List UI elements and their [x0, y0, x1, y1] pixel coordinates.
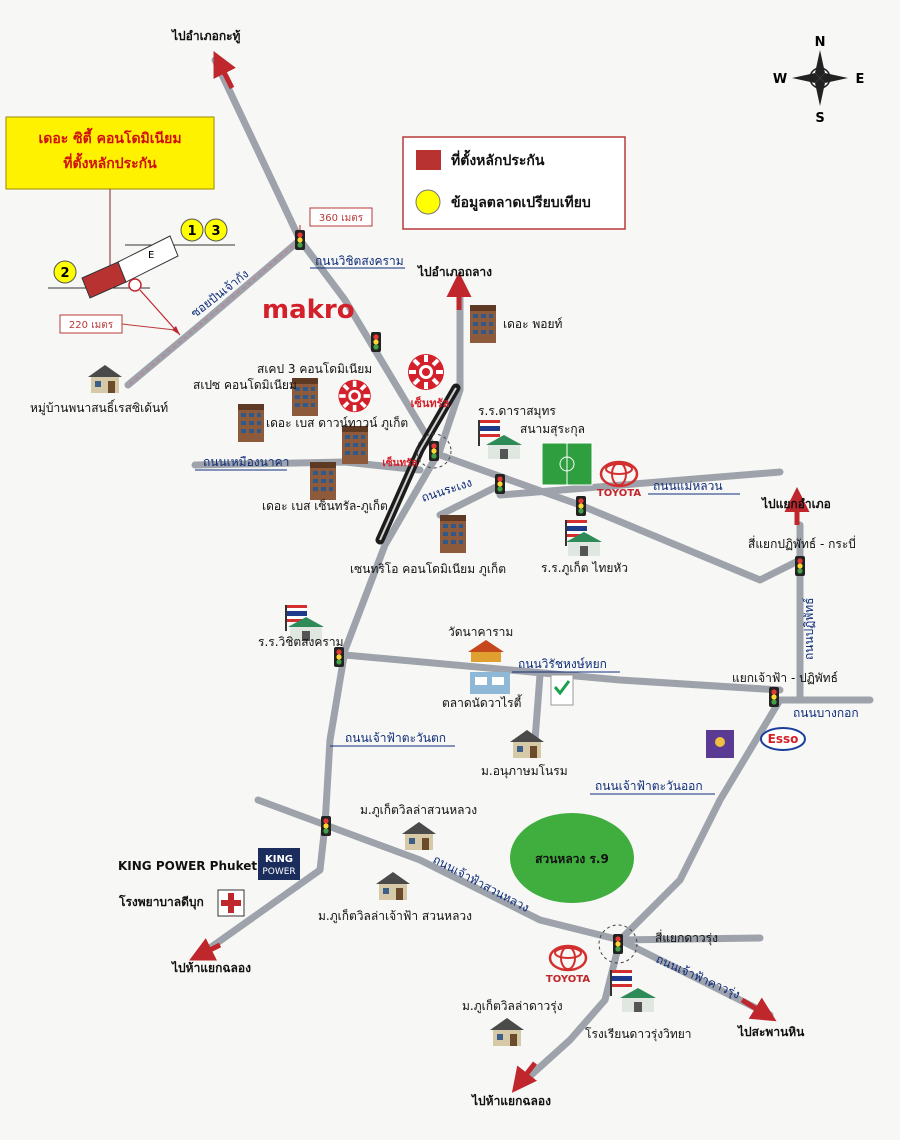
road-anuphasa: [531, 671, 544, 744]
king-text: KING: [265, 854, 293, 865]
bank-icon: [706, 730, 734, 758]
road-patiphat-label: ถนนปฏิพัทธ์: [802, 598, 816, 661]
place-surakul: สนามสุระกุล: [520, 422, 585, 437]
road-wichit: ถนนวิชิตสงคราม: [315, 254, 404, 268]
compass-s: S: [815, 111, 824, 126]
compass-e: E: [856, 72, 865, 87]
place-wichit-school: ร.ร.วิชิตสงคราม: [258, 635, 344, 649]
market-icon: [470, 672, 510, 694]
label-e: E: [148, 250, 154, 261]
place-base-central: เดอะ เบส เซ็นทรัล-ภูเก็ต: [262, 498, 388, 514]
road-kathu: [211, 56, 439, 454]
road-east-label: ถนนเจ้าฟ้าตะวันออก: [595, 779, 703, 793]
place-point: เดอะ พอยท์: [503, 317, 563, 331]
legend-item1: ที่ตั้งหลักประกัน: [451, 149, 545, 169]
place-villa-kaowrung: ม.ภูเก็ตวิลล่าดาวรุ่ง: [462, 998, 563, 1014]
road-east: [616, 696, 784, 944]
road-wirat-label: ถนนวิรัชหงษ์หยก: [518, 657, 607, 671]
place-space: สเปซ คอนโดมิเนียม: [193, 378, 297, 392]
hospital-icon: [217, 889, 245, 917]
place-hospital: โรงพยาบาลดีบุก: [118, 894, 204, 910]
legend-item2: ข้อมูลตลาดเปรียบเทียบ: [451, 195, 591, 211]
marker-2: 2: [60, 266, 69, 281]
road-mueang-nakha-label: ถนนเหมืองนาคา: [203, 455, 289, 469]
place-scape3: สเคป 3 คอนโดมิเนียม: [257, 362, 372, 376]
place-patiphat-cross: สี่แยกปฏิพัทธ์ - กระบี่: [748, 535, 856, 551]
place-chaofa-cross: แยกเจ้าฟ้า - ปฏิพัทธ์: [732, 671, 838, 685]
distance-labels: 360 เมตร 220 เมตร: [59, 207, 373, 334]
esso-text: Esso: [768, 732, 799, 746]
king-power-logo: KING POWER: [258, 848, 300, 880]
destination-labels: ไปอำเภอกะทู้ ไปอำเภอถลาง ไปแยกอำเภอ ไปห้…: [170, 28, 831, 1108]
road-network: [124, 56, 874, 1089]
compass-n: N: [815, 35, 826, 50]
road-sky-right: [616, 934, 764, 944]
makro-logo: makro: [262, 295, 355, 325]
road-soi-dashed: [129, 239, 301, 385]
dest-chalong-left: ไปห้าแยกฉลอง: [170, 960, 251, 975]
road-kaowrung-label: ถนนเจ้าฟ้าคาวรุ่ง: [653, 952, 742, 1003]
subject-site: E 2 1 3: [48, 218, 301, 336]
road-rangeng: [436, 451, 804, 584]
dest-amphoe: ไปแยกอำเภอ: [760, 496, 831, 511]
marker-1: 1: [187, 224, 196, 239]
marker-3: 3: [211, 224, 220, 239]
compass-rose: N S E W: [773, 35, 865, 126]
title-line1: เดอะ ซิตี้ คอนโดมิเนียม: [38, 127, 181, 147]
road-mae-luan-label: ถนนแม่หลวน: [653, 479, 723, 493]
central-logo-1: [408, 354, 444, 390]
toyota-text-1: TOYOTA: [597, 488, 641, 499]
stadium-icon: [541, 442, 593, 486]
place-base-town: เดอะ เบส ดาวน์ทาวน์ ภูเก็ต: [266, 415, 408, 431]
place-village-left: หมู่บ้านพนาสนธิ์เรสซิเด้นท์: [30, 399, 168, 416]
title-line2: ที่ตั้งหลักประกัน: [63, 152, 157, 172]
road-rangeng-lower: [436, 481, 504, 519]
legend-collateral-swatch: [416, 150, 441, 170]
distance-360: 360 เมตร: [319, 213, 364, 224]
road-mae-luan: [496, 468, 784, 499]
dest-chalong-bottom: ไปห้าแยกฉลอง: [470, 1093, 551, 1108]
place-kaowrung-school: โรงเรียนดาวรุ่งวิทยา: [585, 1027, 692, 1042]
road-wirat: [341, 651, 784, 694]
distance-220: 220 เมตร: [69, 320, 114, 331]
central-text-1: เซ็นทรัล: [411, 396, 450, 410]
legend-market-swatch: [415, 189, 441, 215]
power-text: POWER: [262, 867, 295, 877]
place-dara: ร.ร.ดาราสมุทร: [478, 404, 556, 419]
otop-icon: [550, 674, 574, 706]
place-villa-suan: ม.ภูเก็ตวิลล่าสวนหลวง: [360, 802, 477, 818]
esso-logo: Esso: [760, 727, 806, 751]
dest-saphan-hin: ไปสะพานหิน: [736, 1024, 805, 1039]
place-anuphasa: ม.อนุภาษมโนรม: [481, 764, 568, 779]
central-logo-2: [338, 379, 371, 413]
temple-icon: [468, 640, 504, 662]
toyota-text-2: TOYOTA: [546, 974, 590, 985]
place-park: สวนหลวง ร.9: [535, 852, 609, 866]
place-wat: วัดนาคาราม: [448, 625, 513, 639]
collateral-building: [81, 261, 127, 299]
road-sky-cross-label: สี่แยกดาวรุ่ง: [655, 929, 718, 946]
place-king-power: KING POWER Phuket: [118, 859, 257, 873]
road-bangkok-label: ถนนบางกอก: [793, 706, 859, 720]
title-box: เดอะ ซิตี้ คอนโดมิเนียม ที่ตั้งหลักประกั…: [5, 116, 215, 270]
legend: ที่ตั้งหลักประกัน ข้อมูลตลาดเปรียบเทียบ: [402, 136, 626, 230]
road-west-label: ถนนเจ้าฟ้าตะวันตก: [345, 731, 446, 745]
place-centrio: เซนทริโอ คอนโดมิเนียม ภูเก็ต: [350, 561, 506, 577]
dest-kathu: ไปอำเภอกะทู้: [170, 28, 241, 44]
park-icon: [510, 813, 634, 903]
toyota-logo-2: [548, 944, 588, 972]
compass-w: W: [773, 72, 787, 87]
destination-arrows: [189, 51, 810, 1093]
place-market: ตลาดนัดวาไรตี้: [442, 694, 523, 710]
dest-thalang: ไปอำเภอถลาง: [416, 264, 492, 279]
place-thai-hua: ร.ร.ภูเก็ต ไทยหัว: [541, 560, 628, 576]
road-main-diagonal: [196, 446, 444, 959]
central-text-2: เซ็นทรัล: [382, 455, 417, 469]
road-suan-luang: [254, 796, 624, 944]
place-villa-chaofa: ม.ภูเก็ตวิลล่าเจ้าฟ้า สวนหลวง: [318, 908, 472, 924]
place-labels: หมู่บ้านพนาสนธิ์เรสซิเด้นท์ สเคป 3 คอนโด…: [30, 317, 856, 1042]
